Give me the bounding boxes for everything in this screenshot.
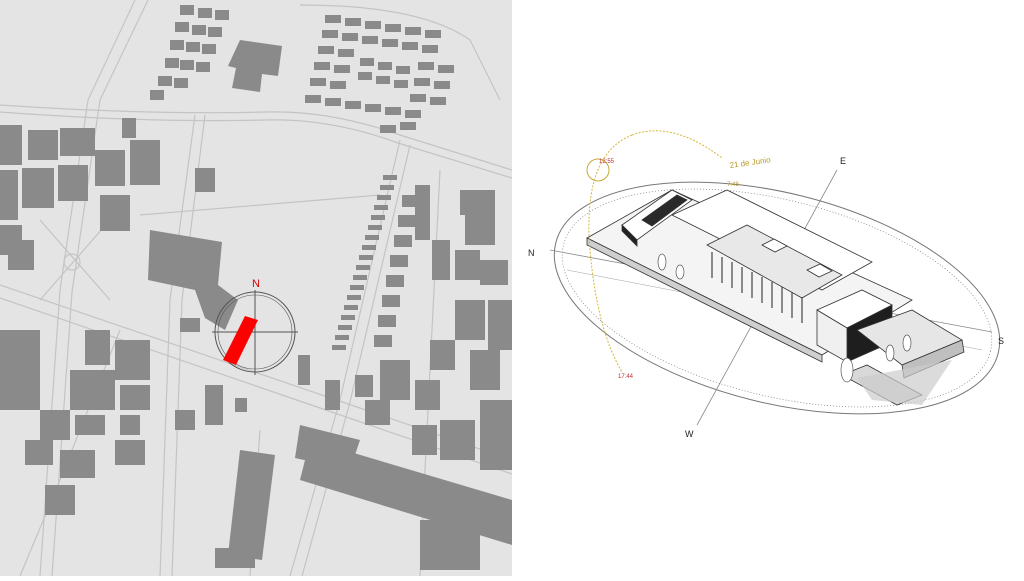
date-label: 21 de Junio: [729, 155, 772, 170]
horizon-ellipse: [553, 181, 1001, 415]
sun-path: [588, 134, 633, 373]
building-model: [586, 189, 965, 406]
building-footprints: [0, 5, 512, 570]
north-label: N: [252, 278, 260, 290]
time-label-noon: 12:55: [599, 159, 615, 165]
cast-shadow: [857, 360, 952, 405]
site-plan-drawing: N: [0, 0, 513, 577]
sun-icon: [586, 158, 610, 182]
site-parcel: [223, 316, 258, 365]
cardinal-west: W: [685, 429, 694, 439]
time-label-sunset: 17:44: [618, 374, 634, 380]
site-compass: [212, 290, 298, 375]
cardinal-east: E: [840, 156, 846, 166]
cardinal-north: N: [528, 248, 535, 258]
trees: [657, 253, 912, 383]
time-label-sunrise: 7:48: [727, 182, 739, 188]
site-plan-panel: N: [0, 0, 513, 577]
sun-path-upper: [631, 130, 723, 159]
cardinal-south: S: [998, 336, 1004, 346]
solar-diagram-panel: 21 de Junio 12:55 7:48 17:44 N E S W: [512, 0, 1024, 576]
solar-diagram-drawing: 21 de Junio 12:55 7:48 17:44 N E S W: [528, 130, 1004, 439]
